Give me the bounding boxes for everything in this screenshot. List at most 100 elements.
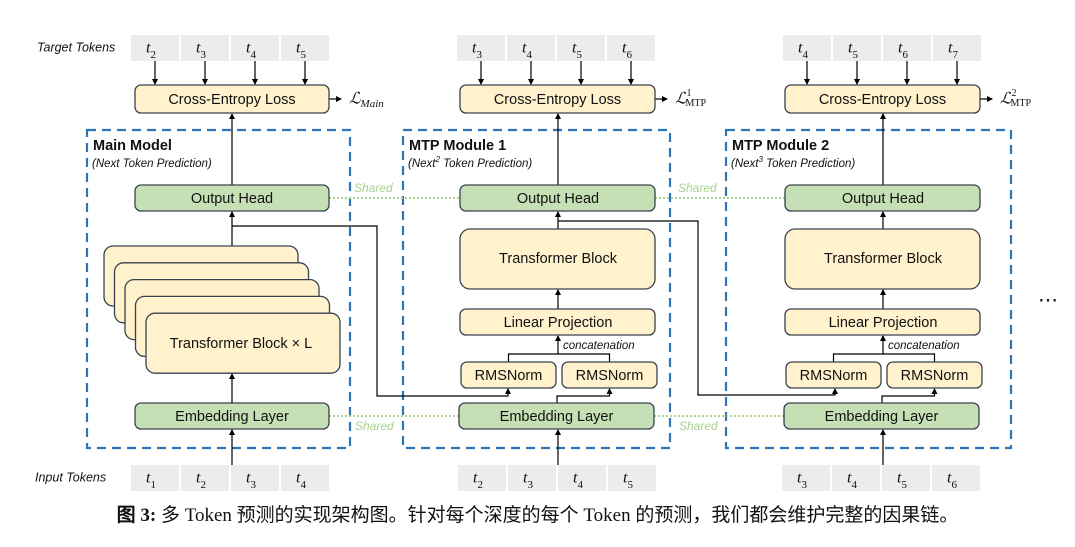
main-loss-symbol: ℒMain [349,91,384,110]
mtp2-loss-symbol-superscript: 2 [1012,88,1017,99]
mtp1-output-head-label: Output Head [517,191,599,207]
mtp2-target-token-2-cell [833,35,881,61]
mtp2-input-token-3-subscript: 5 [901,479,907,491]
main-module-border [85,128,352,450]
mtp1-cross-entropy-loss-box [459,84,656,114]
mtp1-target-token-1: t3 [472,40,482,61]
input-tokens-label: Input Tokens [35,470,106,484]
mtp2-target-token-3-cell [883,35,931,61]
main-target-token-4: t5 [296,40,306,61]
mtp2-output-head-label: Output Head [842,191,924,207]
main-target-token-3-subscript: 4 [250,49,256,61]
mtp2-module-border [724,128,1013,450]
mtp1-rmsnorm-left-box [460,361,557,389]
mtp2-target-token-4-cell [933,35,981,61]
mtp2-concat-bracket [832,353,936,362]
figure-caption: 图 3: 多 Token 预测的实现架构图。针对每个深度的每个 Token 的预… [0,500,1075,527]
mtp2-rmsnorm-right-label: RMSNorm [901,368,969,384]
main-target-token-1-cell [131,35,179,61]
mtp1-input-token-2: t3 [523,470,533,491]
mtp1-output-head-box [459,184,656,212]
mtp2-target-token-4-subscript: 7 [952,49,958,61]
mtp1-title: MTP Module 1 [409,138,506,154]
main-embedding-layer-label: Embedding Layer [175,409,289,425]
mtp1-input-token-3: t4 [573,470,583,491]
main-input-token-2-subscript: 2 [200,479,206,491]
mtp2-embedding-layer-box [783,402,980,430]
mtp1-input-token-2-subscript: 3 [527,479,533,491]
main-target-token-3-cell [231,35,279,61]
mtp1-embedding-to-rmsnorm-arrow [556,388,613,403]
main-input-token-3-cell [231,465,279,491]
main-input-token-4-subscript: 4 [300,479,306,491]
main-output-head-label: Output Head [191,191,273,207]
mtp1-target-token-1-cell [457,35,505,61]
caption-text: 多 Token 预测的实现架构图。针对每个深度的每个 Token 的预测，我们都… [156,505,959,526]
mtp2-subtitle-superscript: 3 [758,155,763,164]
mtp1-target-token-3-cell [557,35,605,61]
mtp1-rmsnorm-right-label: RMSNorm [576,368,644,384]
main-input-token-1-cell [131,465,179,491]
main-input-token-3-subscript: 3 [250,479,256,491]
main-target-token-4-cell [281,35,329,61]
main-input-token-2: t2 [196,470,206,491]
main-input-token-1: t1 [146,470,156,491]
mtp1-subtitle-rest: Token Prediction) [440,158,532,170]
mtp2-rmsnorm-right-box [886,361,983,389]
mtp1-linear-projection-box [459,308,656,336]
mtp2-input-token-4-subscript: 6 [951,479,957,491]
main-target-token-2-subscript: 3 [200,49,206,61]
main-input-token-4: t4 [296,470,306,491]
mtp1-to-mtp2-hidden-state-arrow [558,220,838,396]
mtp2-title: MTP Module 2 [732,138,829,154]
mtp1-subtitle-superscript: 2 [434,155,440,164]
mtp1-loss-symbol-subscript: MTP [686,98,707,109]
main-target-token-1: t2 [146,40,156,61]
mtp1-embedding-layer-label: Embedding Layer [500,409,614,425]
main-target-token-2: t3 [196,40,206,61]
mtp2-input-token-4: t6 [947,470,957,491]
mtp1-target-token-2: t4 [522,40,532,61]
main-loss-symbol-subscript: Main [360,98,385,110]
mtp2-target-token-2: t5 [848,40,858,61]
mtp2-input-token-2-cell [832,465,880,491]
main-embedding-layer-box [134,402,330,430]
mtp1-embedding-layer-box [458,402,655,430]
mtp2-loss-symbol-subscript: MTP [1011,98,1032,109]
mtp1-module-border [401,128,672,450]
mtp2-cross-entropy-loss-box [784,84,981,114]
mtp2-target-token-2-subscript: 5 [852,49,858,61]
mtp1-concatenation-label: concatenation [563,340,635,352]
shared-embedding-label-2: Shared [679,419,718,433]
mtp2-output-head-box [784,184,981,212]
mtp1-input-token-4: t5 [623,470,633,491]
target-tokens-label: Target Tokens [37,40,115,54]
mtp2-transformer-block-label: Transformer Block [824,251,943,267]
main-cross-entropy-loss-label: Cross-Entropy Loss [168,92,295,108]
mtp2-embedding-to-rmsnorm-arrow [881,388,938,403]
mtp1-target-token-3-subscript: 5 [576,49,582,61]
main-target-token-3: t4 [246,40,256,61]
mtp1-input-token-1: t2 [473,470,483,491]
mtp1-cross-entropy-loss-label: Cross-Entropy Loss [494,92,621,108]
mtp2-target-token-1-subscript: 4 [802,49,808,61]
mtp1-input-token-2-cell [508,465,556,491]
mtp1-input-token-1-subscript: 2 [477,479,483,491]
shared-output-head-label-1: Shared [354,181,393,195]
mtp2-subtitle-rest: Token Prediction) [763,158,855,170]
mtp2-input-token-3: t5 [897,470,907,491]
mtp2-target-token-3: t6 [898,40,908,61]
mtp1-target-token-4-subscript: 6 [626,49,632,61]
main-target-token-4-subscript: 5 [300,49,306,61]
mtp2-input-token-1-subscript: 3 [801,479,807,491]
mtp1-transformer-block-box [459,228,656,290]
mtp2-target-token-1-cell [783,35,831,61]
main-input-token-1-subscript: 1 [150,479,156,491]
mtp2-input-token-1: t3 [797,470,807,491]
mtp1-input-token-1-cell [458,465,506,491]
mtp1-target-token-3: t5 [572,40,582,61]
mtp1-concat-bracket [507,353,611,362]
